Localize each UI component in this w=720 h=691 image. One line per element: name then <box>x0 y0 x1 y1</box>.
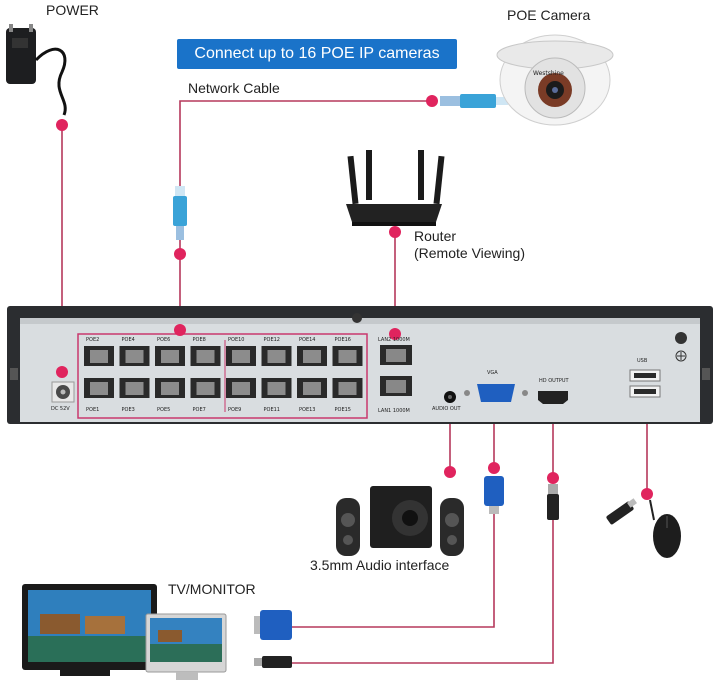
poe-port-label: POE12 <box>263 337 280 343</box>
poe-port-label: POE2 <box>86 337 100 343</box>
dot-hdmi <box>547 472 559 484</box>
vga-plug-monitor-image <box>254 610 292 640</box>
poe-port-socket <box>90 382 108 395</box>
router-label: Router <box>414 228 457 244</box>
dot-power-adapter <box>56 119 68 131</box>
usb-stick-image <box>606 498 637 525</box>
router-remote-label: (Remote Viewing) <box>414 245 526 261</box>
computer-monitor-image <box>145 613 227 680</box>
poe-port-socket <box>232 382 250 395</box>
poe-port-socket <box>267 382 286 395</box>
poe-port-label: POE11 <box>263 407 280 413</box>
poe-port-socket <box>196 382 215 395</box>
router-image <box>346 150 445 226</box>
dot-audio <box>444 466 456 478</box>
poe-port-label: POE14 <box>299 337 316 343</box>
poe-port-socket <box>125 382 144 395</box>
dot-vga <box>488 462 500 474</box>
poe-port-label: POE4 <box>121 337 135 343</box>
poe-ports-group <box>84 340 363 412</box>
poe-port-socket <box>338 382 357 395</box>
mouse-image <box>649 499 681 558</box>
poe-port-socket <box>161 350 179 363</box>
power-adapter-image <box>6 24 67 116</box>
power-label: POWER <box>46 2 99 18</box>
poe-port-socket <box>196 350 215 363</box>
camera-brand-label: Westshine <box>533 70 564 77</box>
network-cable-label: Network Cable <box>188 80 280 96</box>
banner-title: Connect up to 16 POE IP cameras <box>177 39 457 69</box>
poe-port-socket <box>338 350 357 363</box>
hdmi-to-monitor-line <box>292 520 554 664</box>
dot-lan-port <box>389 328 401 340</box>
dot-network-top <box>426 95 438 107</box>
lan2-label: LAN2 1000M <box>378 337 410 343</box>
speaker-system-image <box>336 486 464 556</box>
poe-port-label: POE5 <box>157 407 171 413</box>
hdmi-plug-monitor-image <box>254 656 292 668</box>
usb-label: USB <box>637 358 648 364</box>
vga-label: VGA <box>487 370 498 376</box>
poe-port-label: POE9 <box>228 407 242 413</box>
poe-port-label: POE16 <box>334 337 351 343</box>
poe-port-label: POE8 <box>192 337 206 343</box>
poe-port-label: POE15 <box>334 407 351 413</box>
poe-port-socket <box>161 382 179 395</box>
tv-monitor-label: TV/MONITOR <box>168 581 256 597</box>
poe-port-label: POE6 <box>157 337 171 343</box>
poe-port-label: POE10 <box>228 337 245 343</box>
tv-monitor-image <box>22 584 157 676</box>
connector-dots <box>56 95 653 500</box>
poe-port-socket <box>90 350 108 363</box>
poe-port-label: POE3 <box>121 407 135 413</box>
poe-port-socket <box>232 350 250 363</box>
poe-port-socket <box>303 350 321 363</box>
poe-port-label: POE1 <box>86 407 100 413</box>
vga-to-monitor-line <box>290 512 495 628</box>
poe-port-socket <box>303 382 321 395</box>
audio-out-label: AUDIO OUT <box>432 406 461 412</box>
dot-usb <box>641 488 653 500</box>
poe-port-label: POE13 <box>299 407 316 413</box>
poe-port-label: POE7 <box>192 407 206 413</box>
lan1-label: LAN1 1000M <box>378 408 410 414</box>
poe-port-socket <box>267 350 286 363</box>
network-plug-vertical-image <box>173 186 187 240</box>
dot-router <box>389 226 401 238</box>
hd-output-label: HD OUTPUT <box>539 378 569 384</box>
vga-plug-image <box>484 476 504 514</box>
audio-interface-label: 3.5mm Audio interface <box>310 557 450 573</box>
poe-camera-label: POE Camera <box>507 7 591 23</box>
dot-poe-block <box>174 324 186 336</box>
dot-network-cable <box>174 248 186 260</box>
poe-camera-image <box>496 34 614 126</box>
network-plug-top-image <box>440 94 508 108</box>
dc-jack-label: DC 52V <box>51 406 70 412</box>
dot-dc-jack <box>56 366 68 378</box>
hdmi-plug-image <box>547 484 559 520</box>
poe-port-socket <box>125 350 144 363</box>
